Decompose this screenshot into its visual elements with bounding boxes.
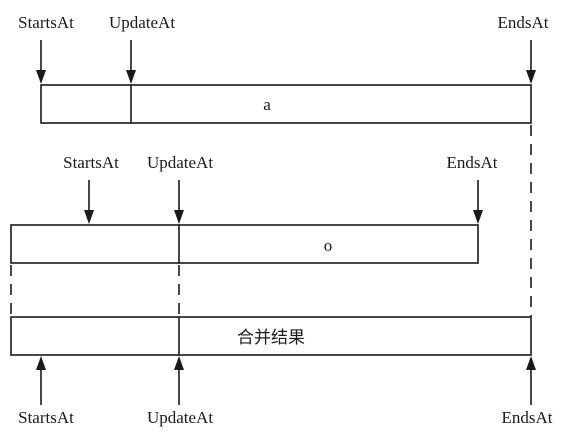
bar-o-ends-label: EndsAt <box>447 153 498 172</box>
bar-result-starts-label: StartsAt <box>18 408 74 427</box>
bar-o-group: StartsAt UpdateAt EndsAt o <box>10 153 498 264</box>
bar-o-update-label: UpdateAt <box>147 153 213 172</box>
bar-a-group: StartsAt UpdateAt EndsAt a <box>18 13 549 124</box>
bar-result-group: 合并结果 StartsAt UpdateAt EndsAt <box>10 316 553 427</box>
bar-a-starts-label: StartsAt <box>18 13 74 32</box>
bar-a-update-arrowhead <box>126 70 136 84</box>
bar-o-label: o <box>324 236 333 255</box>
bar-result-update-label: UpdateAt <box>147 408 213 427</box>
bar-o-starts-arrowhead <box>84 210 94 224</box>
bar-result-label: 合并结果 <box>237 328 305 348</box>
bar-a-label: a <box>263 95 271 114</box>
bar-a-starts-arrowhead <box>36 70 46 84</box>
bar-a-ends-arrowhead <box>526 70 536 84</box>
bar-a-update-label: UpdateAt <box>109 13 175 32</box>
bar-o <box>10 224 479 264</box>
bar-result <box>10 316 532 356</box>
bar-result-ends-label: EndsAt <box>502 408 553 427</box>
bar-a <box>40 84 532 124</box>
bar-result-update-arrowhead <box>174 356 184 370</box>
bar-a-ends-label: EndsAt <box>498 13 549 32</box>
bar-result-starts-arrowhead <box>36 356 46 370</box>
bar-result-ends-arrowhead <box>526 356 536 370</box>
bar-o-update-arrowhead <box>174 210 184 224</box>
bar-o-ends-arrowhead <box>473 210 483 224</box>
bar-o-starts-label: StartsAt <box>63 153 119 172</box>
